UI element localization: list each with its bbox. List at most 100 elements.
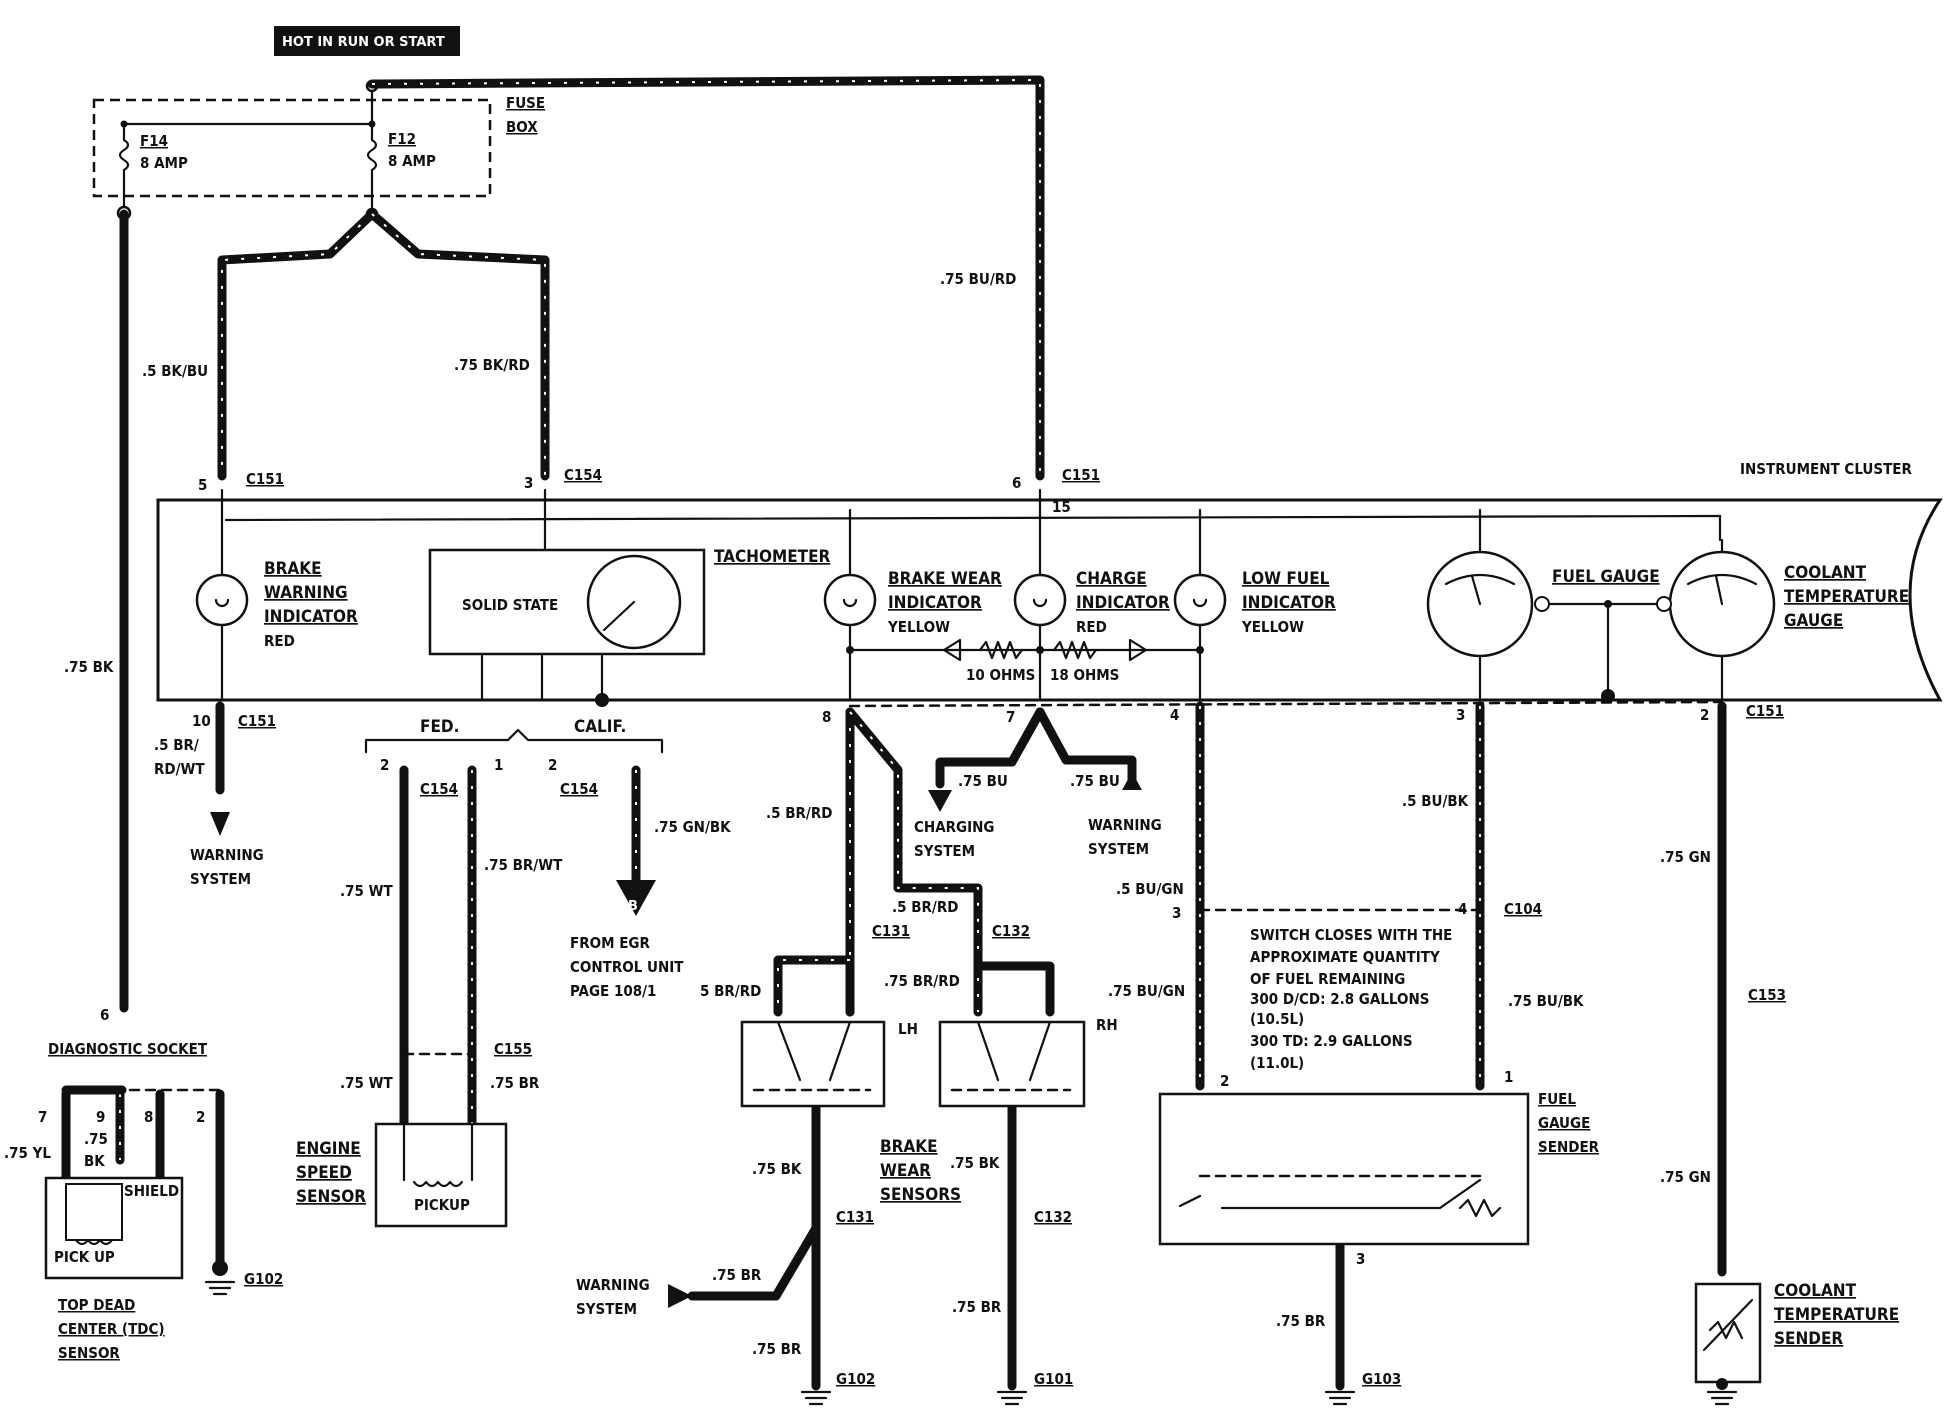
svg-text:10 OHMS: 10 OHMS [966, 666, 1035, 684]
svg-text:SPEED: SPEED [296, 1163, 352, 1183]
fuse-f12-rating: 8 AMP [388, 152, 436, 170]
svg-text:1: 1 [494, 756, 503, 774]
svg-text:RED: RED [1076, 618, 1107, 636]
svg-text:.75 BK/RD: .75 BK/RD [454, 356, 530, 374]
svg-text:SENSORS: SENSORS [880, 1185, 961, 1205]
svg-text:.75 GN: .75 GN [1660, 1168, 1711, 1186]
svg-text:SYSTEM: SYSTEM [914, 842, 975, 860]
svg-text:SYSTEM: SYSTEM [1088, 840, 1149, 858]
svg-text:C154: C154 [564, 466, 602, 484]
svg-text:CHARGING: CHARGING [914, 818, 995, 836]
svg-text:WARNING: WARNING [190, 846, 264, 864]
svg-text:OF FUEL REMAINING: OF FUEL REMAINING [1250, 970, 1405, 988]
svg-text:C154: C154 [420, 780, 458, 798]
svg-text:TOP DEAD: TOP DEAD [58, 1296, 135, 1314]
svg-text:SENSOR: SENSOR [296, 1187, 366, 1207]
svg-text:PICKUP: PICKUP [414, 1196, 470, 1214]
svg-text:(10.5L): (10.5L) [1250, 1010, 1304, 1028]
svg-text:C104: C104 [1504, 900, 1542, 918]
svg-text:C131: C131 [872, 922, 910, 940]
svg-text:BK: BK [84, 1152, 105, 1170]
svg-text:.75 BU/GN: .75 BU/GN [1108, 982, 1185, 1000]
svg-text:CHARGE: CHARGE [1076, 569, 1147, 589]
svg-text:10: 10 [192, 712, 211, 730]
svg-text:WARNING: WARNING [576, 1276, 650, 1294]
svg-text:FROM EGR: FROM EGR [570, 934, 651, 952]
grounds: G102 G102 G101 G103 [204, 1260, 1738, 1406]
svg-text:2: 2 [380, 756, 389, 774]
svg-text:SOLID STATE: SOLID STATE [462, 596, 558, 614]
svg-text:.75 WT: .75 WT [340, 1074, 393, 1092]
svg-text:ENGINE: ENGINE [296, 1139, 361, 1159]
svg-text:RH: RH [1096, 1016, 1118, 1034]
svg-text:.75 BR/WT: .75 BR/WT [484, 856, 563, 874]
thick-wires [61, 75, 1727, 1391]
svg-text:5: 5 [198, 476, 207, 494]
svg-text:CALIF.: CALIF. [574, 717, 626, 737]
svg-text:.5 BK/BU: .5 BK/BU [142, 362, 208, 380]
svg-text:2: 2 [1700, 706, 1709, 724]
svg-text:2: 2 [1220, 1072, 1229, 1090]
svg-text:.75 BR: .75 BR [752, 1340, 802, 1358]
svg-text:6: 6 [100, 1006, 109, 1024]
svg-text:C155: C155 [494, 1040, 532, 1058]
svg-text:BOX: BOX [506, 118, 538, 136]
svg-text:SYSTEM: SYSTEM [190, 870, 251, 888]
egr-marker: B [628, 899, 638, 914]
fuse-box: FUSE BOX F14 8 AMP F12 8 AMP [92, 79, 545, 221]
wire-labels: .5 BK/BU .75 BK/RD .75 BU/RD .75 BK .5 B… [4, 270, 1711, 1358]
svg-text:CENTER (TDC): CENTER (TDC) [58, 1320, 165, 1338]
svg-text:INSTRUMENT CLUSTER: INSTRUMENT CLUSTER [1740, 460, 1913, 478]
ground-g102-a: G102 [244, 1270, 283, 1288]
svg-text:FUEL GAUGE: FUEL GAUGE [1552, 567, 1660, 587]
svg-text:INDICATOR: INDICATOR [888, 593, 982, 613]
svg-text:LOW FUEL: LOW FUEL [1242, 569, 1330, 589]
svg-text:15: 15 [1052, 498, 1071, 516]
svg-text:HOT IN RUN OR START: HOT IN RUN OR START [282, 35, 445, 50]
svg-text:FUEL: FUEL [1538, 1090, 1576, 1108]
svg-text:.75 BU/RD: .75 BU/RD [940, 270, 1016, 288]
switch-note: SWITCH CLOSES WITH THE APPROXIMATE QUANT… [1198, 908, 1482, 1072]
svg-text:.75 BU: .75 BU [958, 772, 1008, 790]
svg-text:DIAGNOSTIC SOCKET: DIAGNOSTIC SOCKET [48, 1040, 208, 1058]
svg-text:.75 YL: .75 YL [4, 1144, 51, 1162]
fuel-gauge: FUEL GAUGE [1426, 550, 1660, 658]
svg-text:.75 GN/BK: .75 GN/BK [654, 818, 731, 836]
svg-text:.75 GN: .75 GN [1660, 848, 1711, 866]
svg-text:LH: LH [898, 1020, 918, 1038]
svg-text:8: 8 [144, 1108, 153, 1126]
svg-text:.75 BR: .75 BR [712, 1266, 762, 1284]
brake-wear-sensor-lh: LH [740, 1020, 918, 1108]
svg-text:3: 3 [1456, 706, 1465, 724]
svg-text:.75 BR: .75 BR [490, 1074, 540, 1092]
svg-text:TACHOMETER: TACHOMETER [714, 547, 831, 567]
svg-text:18 OHMS: 18 OHMS [1050, 666, 1119, 684]
svg-text:.75 BR: .75 BR [1276, 1312, 1326, 1330]
svg-text:.5 BR/: .5 BR/ [154, 736, 199, 754]
svg-text:.75: .75 [84, 1130, 108, 1148]
svg-text:.5 BR/RD: .5 BR/RD [892, 898, 958, 916]
svg-text:BRAKE WEAR: BRAKE WEAR [888, 569, 1002, 589]
svg-text:COOLANT: COOLANT [1774, 1281, 1857, 1301]
fuse-f12-name: F12 [388, 130, 416, 148]
svg-text:BRAKE: BRAKE [880, 1137, 938, 1157]
fuel-gauge-sender: FUEL GAUGE SENDER [1158, 1090, 1600, 1246]
svg-text:YELLOW: YELLOW [1241, 618, 1304, 636]
svg-text:SENDER: SENDER [1774, 1329, 1843, 1349]
ground-g102-b: G102 [836, 1370, 875, 1388]
svg-text:PAGE 108/1: PAGE 108/1 [570, 982, 656, 1000]
svg-text:5 BR/RD: 5 BR/RD [700, 982, 761, 1000]
svg-text:SENSOR: SENSOR [58, 1344, 120, 1362]
svg-text:C132: C132 [992, 922, 1030, 940]
svg-text:1: 1 [1504, 1068, 1513, 1086]
svg-text:CONTROL UNIT: CONTROL UNIT [570, 958, 684, 976]
svg-text:C131: C131 [836, 1208, 874, 1226]
svg-text:APPROXIMATE QUANTITY: APPROXIMATE QUANTITY [1250, 948, 1440, 966]
svg-text:WEAR: WEAR [880, 1161, 931, 1181]
charge-lamp [1013, 573, 1067, 627]
svg-text:C151: C151 [1062, 466, 1100, 484]
svg-text:4: 4 [1170, 706, 1179, 724]
svg-text:SHIELD: SHIELD [124, 1182, 179, 1200]
svg-text:C132: C132 [1034, 1208, 1072, 1226]
